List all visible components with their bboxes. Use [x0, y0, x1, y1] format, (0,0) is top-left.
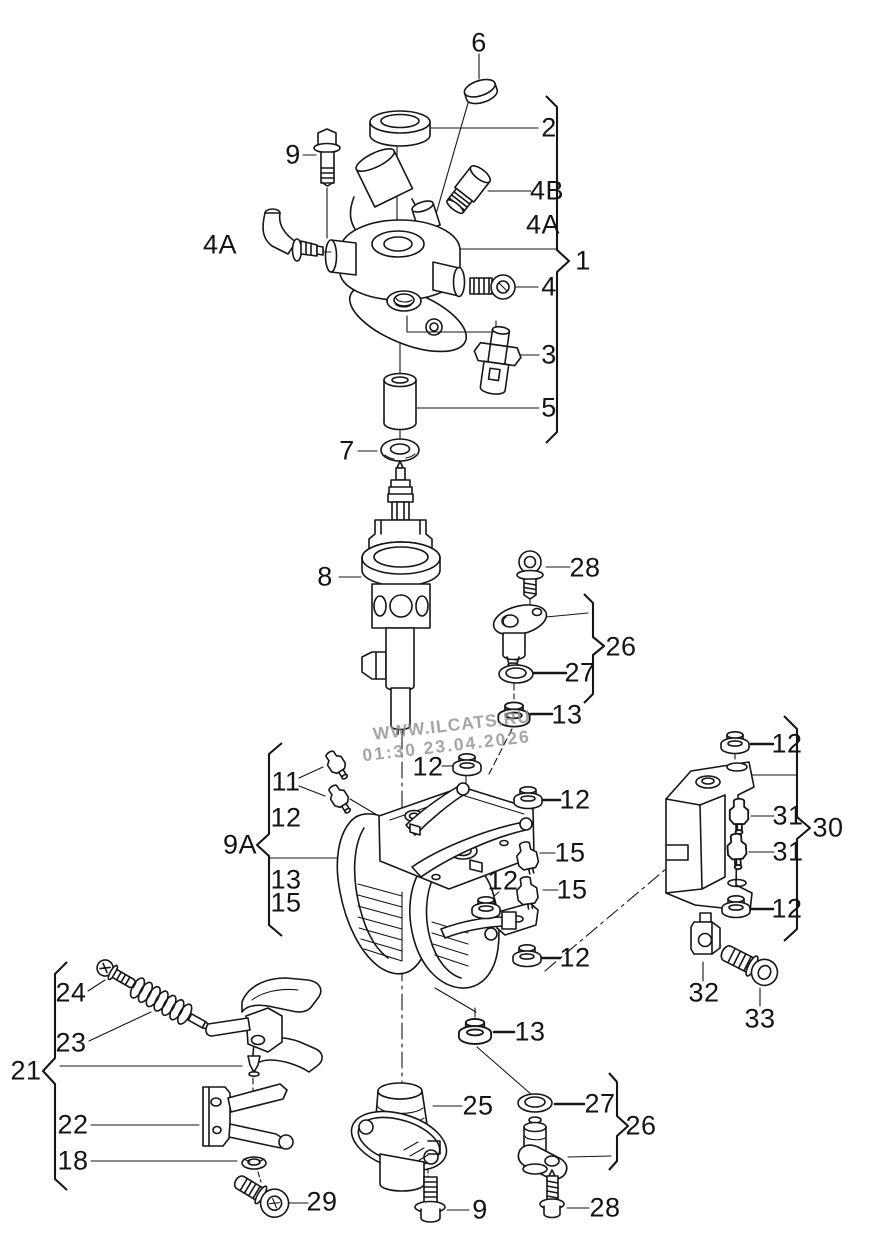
bracket-21 [41, 961, 68, 1191]
bracket-30 [783, 715, 812, 942]
part-28-screw-lower [539, 1169, 565, 1219]
part-23-spring [129, 977, 212, 1031]
part-11-valve-a [321, 747, 354, 784]
callout-12-right-top: 12 [771, 728, 803, 759]
part-33-bolt [720, 945, 779, 987]
part-3-sender [406, 315, 522, 395]
part-24-bolt [96, 959, 137, 989]
callout-4: 4 [541, 271, 557, 302]
part-6-plug [463, 78, 499, 105]
callout-24: 24 [55, 977, 87, 1008]
part-pump-body [324, 148, 468, 353]
part-5-bushing [383, 372, 417, 431]
part-8-injector [361, 460, 441, 735]
bracket-26-lower [608, 1072, 630, 1171]
part-2-cap [369, 110, 431, 147]
part-4-screw [469, 274, 516, 300]
callout-8: 8 [317, 561, 333, 592]
bracket-1 [545, 95, 571, 444]
part-4a-elbow [262, 208, 332, 262]
callout-30: 30 [812, 812, 844, 843]
leader-lines [59, 53, 797, 1211]
bracket-9a [255, 742, 283, 937]
callout-13-lower: 13 [514, 1016, 546, 1047]
callout-15-b: 15 [556, 874, 588, 905]
callout-12-stack: 12 [270, 802, 302, 833]
callout-22: 22 [57, 1109, 89, 1140]
callout-33: 33 [744, 1003, 776, 1034]
callout-26-upper: 26 [605, 631, 637, 662]
part-12-grommet-d [512, 943, 542, 968]
part-30-frame [665, 761, 755, 912]
part-12-grommet-e [720, 730, 750, 755]
callout-18: 18 [57, 1145, 89, 1176]
callout-15-a: 15 [554, 837, 586, 868]
callout-12-center-top: 12 [412, 751, 444, 782]
callout-29: 29 [306, 1186, 338, 1217]
callout-15-stack: 15 [270, 887, 302, 918]
callout-4a-left: 4A [202, 229, 238, 260]
callout-31-a: 31 [772, 800, 804, 831]
callout-13-stack: 13 [270, 864, 302, 895]
part-22-bracket [202, 1083, 294, 1150]
part-27-oring-upper [498, 664, 534, 684]
callout-9-top: 9 [285, 139, 301, 170]
callout-28-upper: 28 [569, 552, 601, 583]
callout-13-upper: 13 [551, 699, 583, 730]
center-lines [252, 146, 736, 1183]
part-25-sensor [350, 1082, 448, 1192]
callout-32: 32 [688, 977, 720, 1008]
part-12-grommet-a [452, 752, 482, 777]
callout-21: 21 [10, 1055, 42, 1086]
part-15-stud-b [514, 874, 541, 912]
part-9-bolt-top [313, 128, 341, 187]
callout-4a-right: 4A [525, 209, 561, 240]
callout-2: 2 [541, 112, 557, 143]
part-9-bolt-lower [414, 1176, 446, 1223]
part-12-grommet-b [513, 785, 543, 810]
callout-27-upper: 27 [564, 657, 596, 688]
callout-12-lower: 12 [559, 942, 591, 973]
part-27-oring-lower [517, 1093, 553, 1113]
callout-23: 23 [55, 1027, 87, 1058]
callout-31-b: 31 [772, 836, 804, 867]
callout-7: 7 [339, 435, 355, 466]
part-rocker-arms [405, 782, 533, 941]
part-18-washer [241, 1156, 267, 1170]
callout-28-lower: 28 [589, 1192, 621, 1223]
callout-3: 3 [541, 339, 557, 370]
callout-6: 6 [471, 27, 487, 58]
callout-1: 1 [575, 245, 591, 276]
callout-9-bottom: 9 [472, 1194, 488, 1225]
part-7-washer [380, 438, 420, 462]
part-26-clamp-upper [492, 604, 548, 668]
callout-12-mid: 12 [487, 865, 519, 896]
callout-12-center-right: 12 [559, 784, 591, 815]
part-selector-fork [205, 977, 323, 1078]
callout-4b: 4B [529, 175, 565, 206]
part-28-screw-upper [516, 550, 544, 600]
callout-5: 5 [541, 392, 557, 423]
part-13-grommet-lower [457, 1018, 493, 1045]
part-32-clamp [690, 912, 721, 955]
callout-27-lower: 27 [584, 1088, 616, 1119]
callout-11: 11 [271, 766, 301, 797]
bracket-26-upper [583, 593, 606, 704]
callout-12-right-bottom: 12 [771, 893, 803, 924]
callout-25: 25 [462, 1090, 494, 1121]
part-26-clamp-lower [517, 1116, 568, 1180]
callout-9a: 9A [222, 829, 258, 860]
part-29-bolt [233, 1175, 290, 1218]
part-4b-valve [446, 165, 492, 215]
callout-26-lower: 26 [625, 1110, 657, 1141]
